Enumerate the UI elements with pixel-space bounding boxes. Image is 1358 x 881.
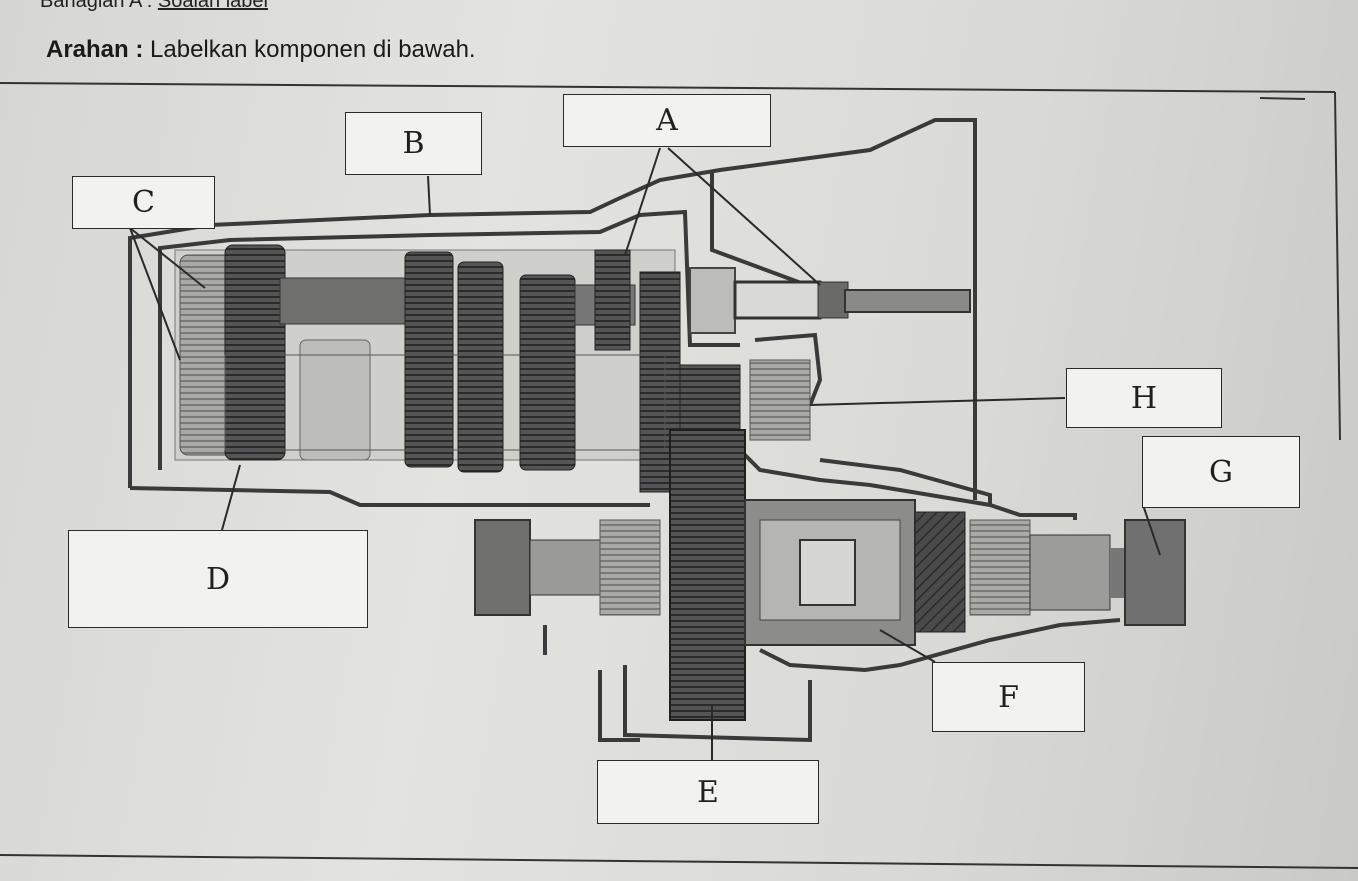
label-c-text: C (132, 185, 155, 220)
label-b-text: B (402, 126, 425, 161)
label-box-g[interactable]: G (1142, 436, 1300, 508)
label-box-f[interactable]: F (932, 662, 1085, 732)
label-box-e[interactable]: E (597, 760, 819, 824)
section-prefix: Bahagian A : (40, 0, 153, 12)
label-box-b[interactable]: B (345, 112, 482, 175)
countershaft-assembly (174, 244, 681, 493)
label-f-text: F (998, 679, 1019, 715)
label-d-text: D (205, 561, 231, 597)
label-e-text: E (697, 774, 719, 810)
output-gear (679, 359, 811, 441)
label-h-text: H (1130, 380, 1158, 416)
differential (744, 499, 966, 646)
instruction-lead: Arahan : (46, 36, 144, 63)
section-title: Soalan label (157, 0, 268, 12)
input-shaft (689, 267, 971, 334)
instruction-text: Labelkan komponen di bawah. (150, 36, 476, 63)
right-output-shaft (969, 519, 1186, 626)
final-drive-gear (669, 429, 746, 721)
label-box-c[interactable]: C (72, 176, 215, 229)
label-box-h[interactable]: H (1066, 368, 1222, 428)
label-a-text: A (656, 103, 678, 138)
label-g-text: G (1209, 454, 1233, 490)
diagram-frame (0, 82, 1358, 869)
instruction-line: Arahan : Labelkan komponen di bawah. (46, 36, 476, 64)
section-heading: Bahagian A : Soalan label (40, 0, 268, 13)
left-output-shaft (474, 519, 661, 616)
leader-lines (129, 147, 1161, 762)
label-box-a[interactable]: A (563, 94, 771, 147)
label-box-d[interactable]: D (68, 530, 368, 628)
